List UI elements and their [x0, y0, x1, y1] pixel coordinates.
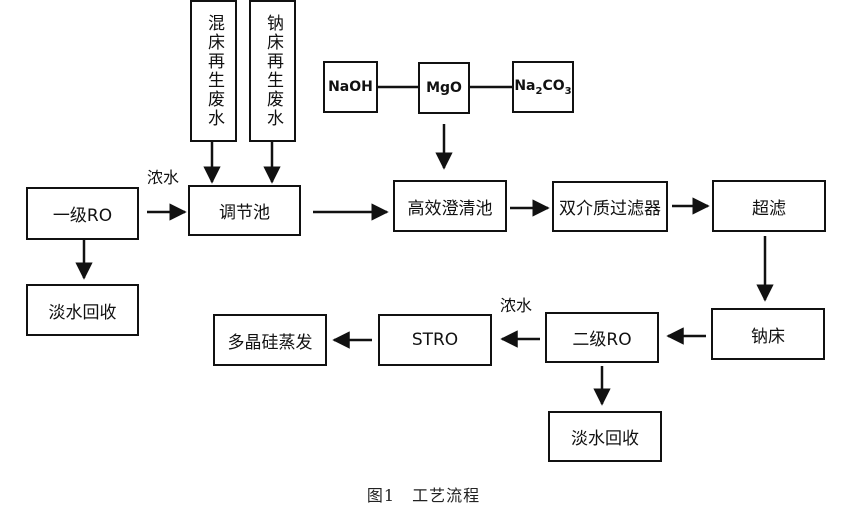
mgo-box: MgO — [418, 62, 470, 114]
high-efficiency-clarifier-label: 高效澄清池 — [407, 198, 493, 219]
stro-box: STRO — [378, 314, 492, 366]
primary-ro-box: 一级RO — [26, 187, 139, 240]
na2co3-label: Na2CO3 — [514, 78, 571, 97]
fresh-water-recovery-box-1: 淡水回收 — [26, 284, 139, 336]
sodium-bed-label: 钠床 — [751, 326, 785, 347]
concentrate-label-2: 浓水 — [500, 296, 533, 315]
fresh-water-recovery-label-2: 淡水回收 — [571, 429, 639, 449]
equalization-tank-label: 调节池 — [219, 203, 270, 223]
mgo-label: MgO — [426, 80, 462, 96]
primary-ro-label: 一级RO — [52, 206, 113, 226]
na2co3-sub2: 3 — [564, 85, 572, 97]
equalization-tank-box: 调节池 — [188, 185, 301, 236]
mixed-bed-waste-box: 混床再生废水 — [190, 0, 237, 142]
na2co3-mid: CO — [542, 77, 565, 94]
sodium-bed-waste-label: 钠床再生废水 — [263, 14, 283, 128]
fresh-water-recovery-label-1: 淡水回收 — [48, 302, 117, 323]
na2co3-box: Na2CO3 — [512, 61, 574, 113]
naoh-box: NaOH — [323, 61, 378, 113]
secondary-ro-label: 二级RO — [572, 330, 632, 350]
high-efficiency-clarifier-box: 高效澄清池 — [393, 180, 507, 232]
sodium-bed-waste-box: 钠床再生废水 — [249, 0, 296, 142]
ultrafiltration-box: 超滤 — [712, 180, 826, 232]
naoh-label: NaOH — [328, 79, 373, 95]
na2co3-prefix: Na — [514, 77, 536, 94]
mixed-bed-waste-label: 混床再生废水 — [204, 14, 224, 128]
fresh-water-recovery-box-2: 淡水回收 — [548, 411, 662, 462]
dual-media-filter-label: 双介质过滤器 — [559, 199, 661, 219]
ultrafiltration-label: 超滤 — [752, 198, 786, 219]
sodium-bed-box: 钠床 — [711, 308, 825, 360]
secondary-ro-box: 二级RO — [545, 312, 659, 363]
dual-media-filter-box: 双介质过滤器 — [552, 181, 668, 232]
stro-label: STRO — [411, 330, 459, 350]
polysilicon-evaporation-box: 多晶硅蒸发 — [213, 314, 327, 366]
figure-caption: 图1 工艺流程 — [366, 486, 481, 505]
na2co3-sub1: 2 — [535, 85, 543, 97]
concentrate-label-1: 浓水 — [147, 168, 180, 187]
polysilicon-evaporation-label: 多晶硅蒸发 — [227, 332, 313, 353]
